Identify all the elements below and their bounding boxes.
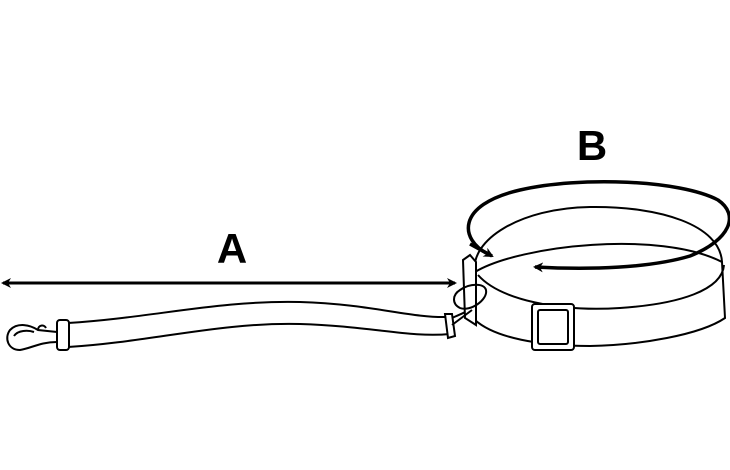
leash-strap bbox=[67, 300, 452, 349]
label-b: B bbox=[577, 122, 607, 169]
d-ring-icon bbox=[451, 283, 488, 326]
leash-clip-loop bbox=[56, 319, 70, 351]
collar bbox=[461, 205, 727, 348]
snap-hook-icon bbox=[6, 324, 58, 352]
leash-end-loop bbox=[443, 307, 471, 340]
label-a: A bbox=[217, 225, 247, 272]
collar-buckle-icon bbox=[531, 303, 575, 351]
circumference-arrow-b bbox=[466, 179, 730, 273]
